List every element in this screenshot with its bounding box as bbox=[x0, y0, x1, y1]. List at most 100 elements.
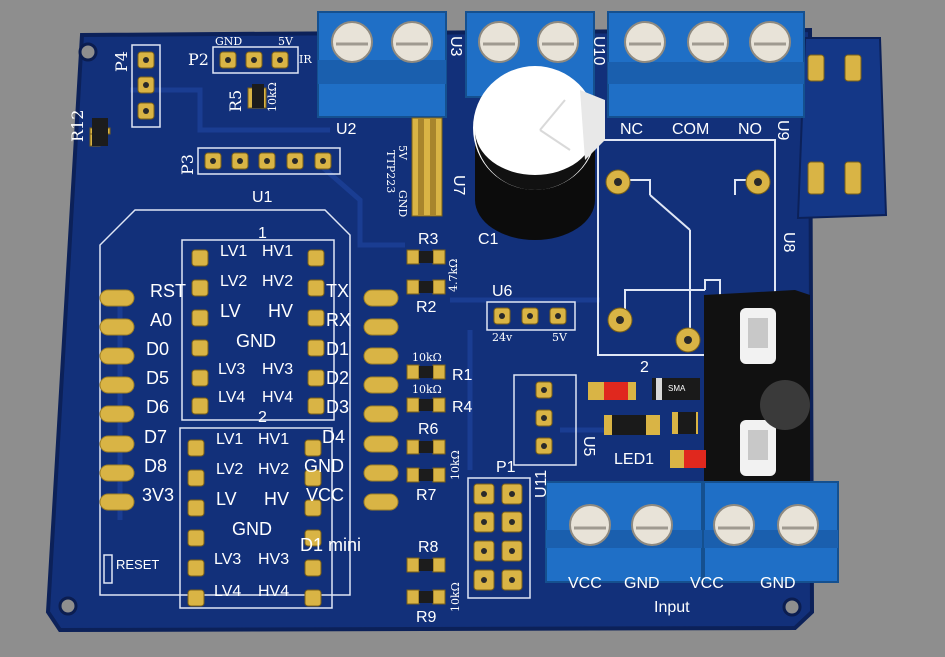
relay-switch-symbol bbox=[620, 179, 760, 335]
shifter2-hv: HV1 bbox=[258, 431, 290, 448]
capacitor-c1 bbox=[473, 66, 605, 240]
shifter2-hv: HV4 bbox=[258, 583, 290, 600]
label-shifter1: 1 bbox=[258, 225, 267, 242]
d1mini-left-pads bbox=[99, 289, 135, 511]
wemos-pin-left: D6 bbox=[146, 397, 170, 417]
label-u11: U11 bbox=[533, 469, 550, 498]
shifter1-hv: HV4 bbox=[262, 389, 294, 406]
label-u9: U9 bbox=[774, 120, 791, 141]
p4-outline bbox=[131, 44, 161, 128]
shifter2-lv: LV bbox=[216, 489, 237, 509]
shifter1-lv: LV3 bbox=[218, 361, 246, 378]
wemos-pin-right: TX bbox=[326, 281, 350, 301]
u9-pads bbox=[807, 54, 862, 195]
label-r9: R9 bbox=[416, 609, 437, 626]
label-p2: P2 bbox=[188, 50, 209, 69]
label-relay-nc: NC bbox=[620, 121, 644, 138]
wemos-pin-right: RX bbox=[326, 310, 352, 330]
label-d1mini: D1 mini bbox=[300, 535, 362, 555]
label-u6-5v: 5V bbox=[552, 331, 567, 344]
label-p4: P4 bbox=[112, 51, 131, 72]
label-u7-ttp: TTP223 bbox=[384, 150, 397, 194]
label-p3: P3 bbox=[178, 154, 197, 175]
fuse-holder bbox=[704, 290, 810, 488]
label-relay-com: COM bbox=[672, 121, 710, 138]
header-pads bbox=[137, 51, 567, 591]
relay-pad-holes bbox=[614, 178, 762, 344]
label-r8: R8 bbox=[418, 539, 439, 556]
label-u7-gnd: GND bbox=[396, 190, 409, 218]
label-led2: 2 bbox=[640, 359, 649, 376]
mounting-hole bbox=[78, 42, 98, 62]
wemos-pin-right: VCC bbox=[306, 485, 345, 505]
shifter1-lv: LV1 bbox=[220, 243, 248, 260]
label-u10: U10 bbox=[590, 36, 607, 66]
label-shifter2: 2 bbox=[258, 409, 267, 426]
label-r89-value: 10kΩ bbox=[449, 582, 462, 612]
terminal-u2 bbox=[317, 11, 447, 118]
wemos-pin-right: D3 bbox=[326, 397, 350, 417]
label-r3: R3 bbox=[418, 231, 439, 248]
shifter2-gnd: GND bbox=[232, 519, 272, 539]
shifter1-gnd: GND bbox=[236, 331, 276, 351]
u6-outline bbox=[486, 301, 576, 331]
shifter2-outline bbox=[179, 427, 333, 609]
shifter2-lv: LV1 bbox=[216, 431, 244, 448]
label-r4: R4 bbox=[452, 399, 473, 416]
label-reset: RESET bbox=[116, 557, 160, 572]
pad-holes bbox=[143, 57, 561, 583]
label-u2: U2 bbox=[336, 121, 357, 138]
label-diode: SMA bbox=[668, 384, 686, 393]
wemos-pin-left: 3V3 bbox=[142, 485, 175, 505]
terminal-u10 bbox=[607, 11, 805, 118]
label-r7: R7 bbox=[416, 487, 437, 504]
label-r12: R12 bbox=[68, 109, 87, 142]
label-u6-24v: 24v bbox=[492, 331, 513, 344]
wemos-pin-right: D2 bbox=[326, 368, 350, 388]
label-p2-gnd: GND bbox=[215, 35, 243, 48]
p1-outline bbox=[467, 477, 531, 599]
label-r6: R6 bbox=[418, 421, 439, 438]
label-u8: U8 bbox=[780, 232, 797, 253]
shifter1-lv: LV bbox=[220, 301, 241, 321]
shifter1-outline bbox=[181, 239, 335, 421]
wemos-pin-right: D4 bbox=[322, 427, 346, 447]
input-terminal-label: GND bbox=[624, 575, 660, 592]
shifter2-lv: LV4 bbox=[214, 583, 242, 600]
wemos-pin-right: D1 bbox=[326, 339, 350, 359]
label-u7: U7 bbox=[450, 175, 467, 196]
shifter2-hv: HV3 bbox=[258, 551, 290, 568]
mounting-hole bbox=[782, 597, 802, 617]
label-r2: R2 bbox=[416, 299, 437, 316]
label-r5: R5 bbox=[226, 89, 245, 112]
label-p2-ir: IR bbox=[299, 53, 312, 66]
label-led1: LED1 bbox=[614, 451, 655, 468]
wemos-pin-right: GND bbox=[304, 456, 344, 476]
wemos-pin-left: D5 bbox=[146, 368, 170, 388]
d1mini-right-pads bbox=[363, 289, 399, 511]
label-u3: U3 bbox=[447, 36, 464, 57]
label-r67-value: 10kΩ bbox=[449, 450, 462, 480]
u5-outline bbox=[513, 374, 577, 466]
p2-outline bbox=[212, 46, 299, 74]
terminal-input bbox=[703, 481, 839, 583]
shifter2-hv: HV bbox=[264, 489, 290, 509]
input-terminal-label: VCC bbox=[690, 575, 724, 592]
label-c1: C1 bbox=[478, 231, 499, 248]
label-r3-value: 4.7kΩ bbox=[447, 258, 460, 292]
label-input: Input bbox=[654, 599, 690, 616]
label-relay-no: NO bbox=[738, 121, 762, 138]
smd-resistors bbox=[89, 84, 446, 605]
u7-pins bbox=[411, 117, 443, 217]
label-r4-value: 10kΩ bbox=[412, 383, 442, 396]
shifter2-lv: LV3 bbox=[214, 551, 242, 568]
leds-and-smds bbox=[588, 378, 706, 468]
label-r5-value: 10kΩ bbox=[266, 82, 279, 112]
terminal-u11 bbox=[545, 481, 703, 583]
wemos-pin-left: A0 bbox=[150, 310, 173, 330]
label-u1: U1 bbox=[252, 189, 273, 206]
wemos-pin-left: D7 bbox=[144, 427, 168, 447]
input-terminal-label: VCC bbox=[568, 575, 602, 592]
d1mini-outline bbox=[99, 209, 351, 596]
